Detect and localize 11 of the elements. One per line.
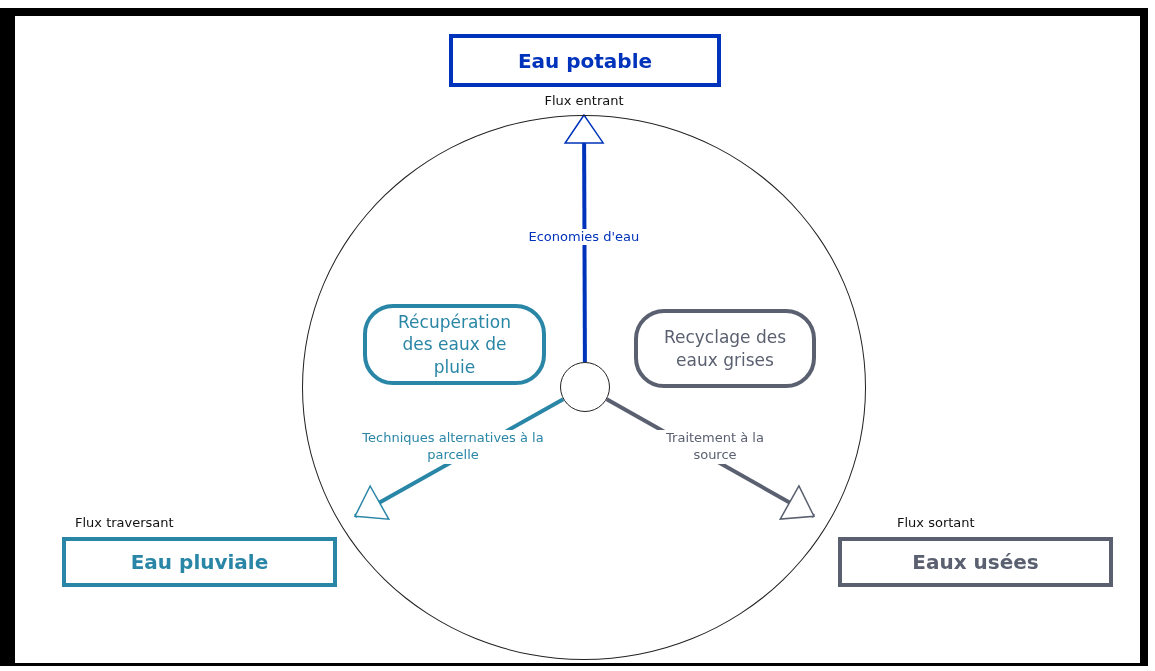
flow-caption: Flux entrant	[544, 93, 624, 108]
water-box: Eaux usées	[838, 537, 1113, 587]
process-box: Récupération des eaux de pluie	[363, 304, 546, 385]
process-box: Recyclage des eaux grises	[634, 309, 816, 388]
flow-caption: Flux traversant	[75, 515, 174, 530]
water-box: Eau potable	[449, 34, 721, 87]
flow-caption: Flux sortant	[897, 515, 975, 530]
edge-label: Economies d'eau	[526, 228, 642, 246]
hub-circle	[560, 362, 610, 412]
water-box: Eau pluviale	[62, 537, 337, 587]
flow-arrow	[564, 114, 604, 362]
